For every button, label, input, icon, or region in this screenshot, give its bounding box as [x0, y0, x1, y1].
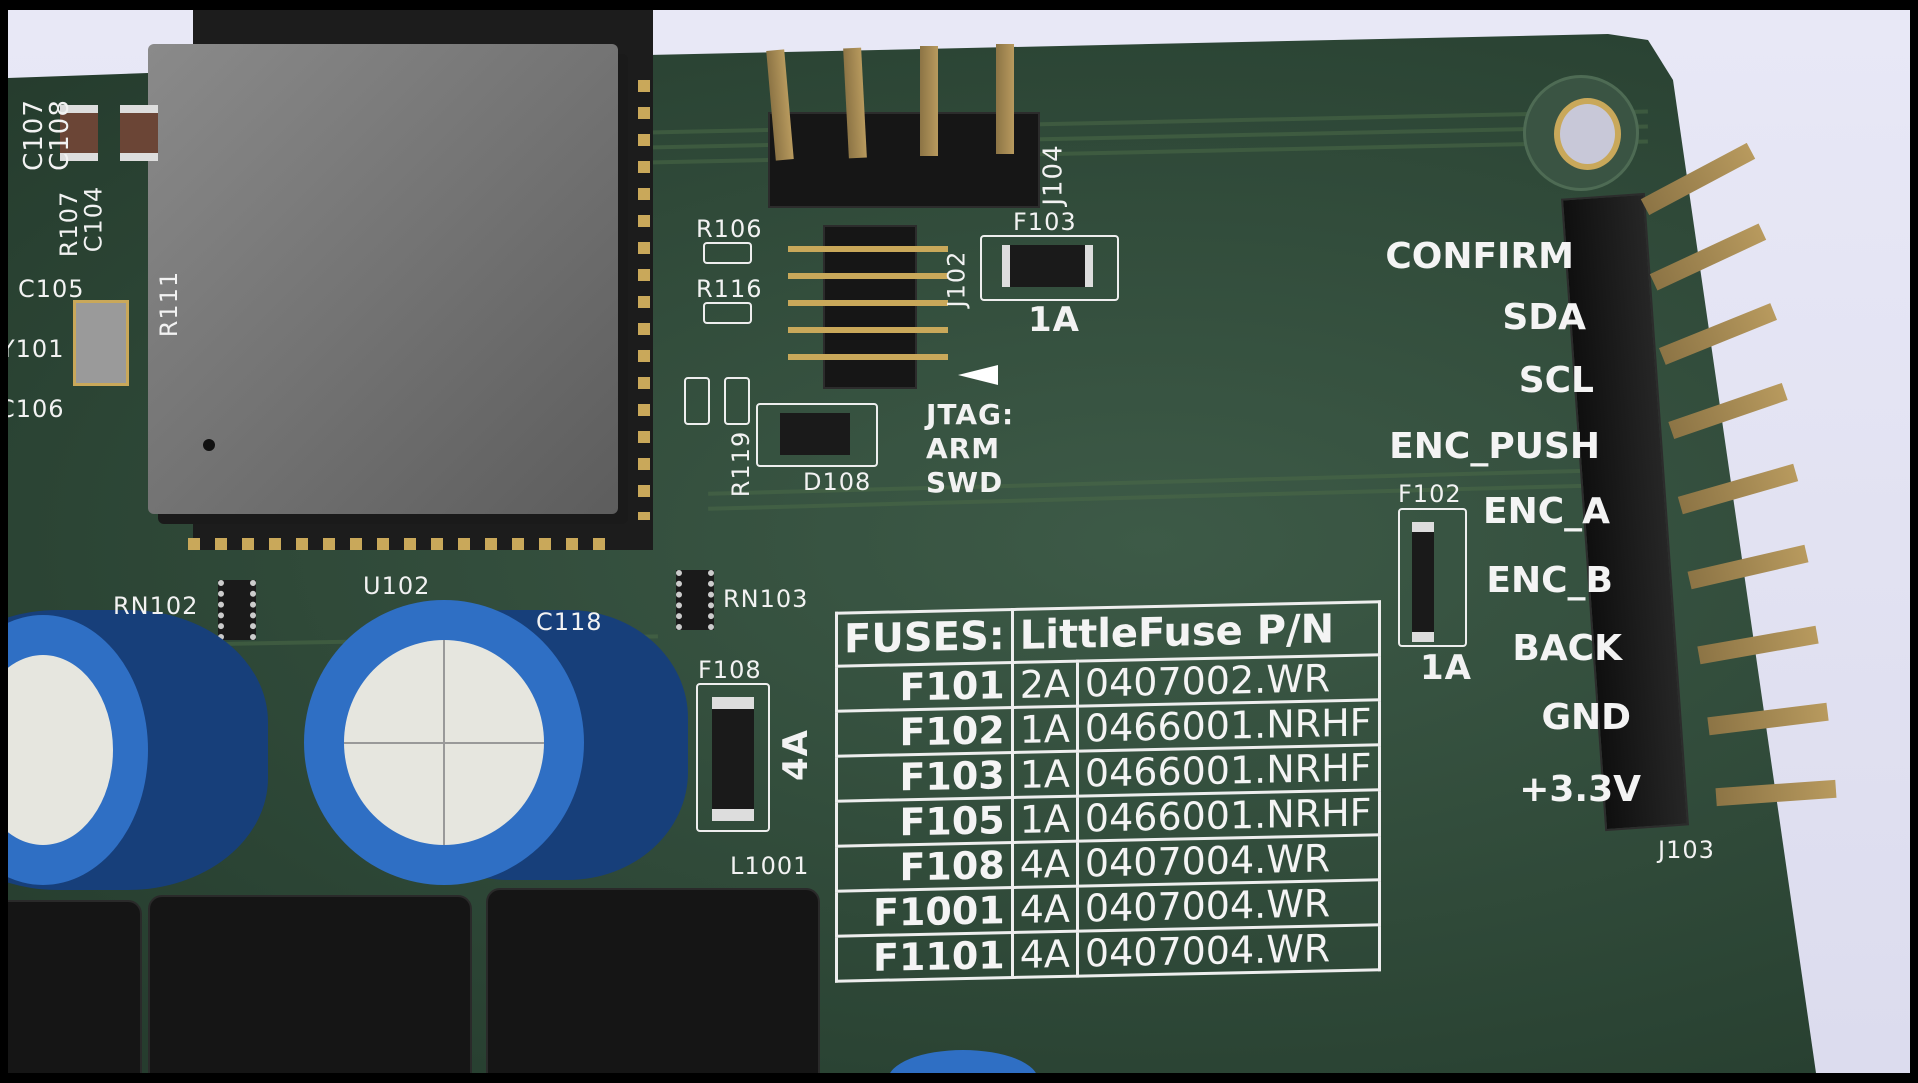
- fuse-rating: 2A: [1012, 661, 1078, 708]
- fuse-pn: 0407004.WR: [1077, 924, 1379, 977]
- label-j104: J104: [1038, 144, 1069, 206]
- capacitor-c118: [304, 600, 584, 885]
- fuse-pn: 0466001.NRHF: [1077, 789, 1379, 842]
- pin-header-j104: [768, 112, 1040, 208]
- pin-label-enc-push: ENC_PUSH: [1389, 426, 1600, 467]
- label-j103: J103: [1658, 836, 1715, 864]
- jtag-label-line: ARM: [926, 432, 1001, 465]
- fuse-rating: 1A: [1012, 796, 1078, 843]
- label-rn102: RN102: [113, 592, 199, 620]
- label-r106: R106: [696, 215, 763, 243]
- label-c108: C108: [44, 99, 75, 171]
- fuse-f108-outline: [696, 683, 770, 832]
- jtag-pins: [788, 240, 948, 375]
- header-fuses: FUSES:: [836, 609, 1013, 667]
- capacitor-partial: [888, 1050, 1038, 1073]
- label-l1001: L1001: [730, 852, 810, 880]
- inductor: [148, 895, 472, 1073]
- rating-f103: 1A: [1028, 300, 1080, 340]
- label-r111: R111: [155, 270, 184, 338]
- resistor-network-rn102: [218, 580, 256, 640]
- fuse-ref: F103: [836, 752, 1013, 802]
- capacitor-c107: [60, 105, 98, 161]
- viewport[interactable]: C107 C108 R107 C104 C105 R111 Y101 C106 …: [8, 10, 1910, 1073]
- pin-label-scl: SCL: [1518, 360, 1594, 401]
- pin-label-gnd: GND: [1541, 697, 1631, 738]
- fuse-ref: F1001: [836, 887, 1013, 937]
- pin-label-confirm: CONFIRM: [1385, 236, 1574, 277]
- label-f108: F108: [698, 656, 762, 684]
- fuse-rating: 1A: [1012, 751, 1078, 798]
- header-pn: LittleFuse P/N: [1012, 601, 1379, 663]
- capacitor-c108: [120, 105, 158, 161]
- rating-f108: 4A: [775, 729, 816, 781]
- pin1-marker-icon: [958, 365, 998, 385]
- label-f103: F103: [1013, 208, 1077, 236]
- mcu-shield: [148, 44, 618, 514]
- label-y101: Y101: [8, 335, 65, 363]
- resistor: [724, 377, 750, 425]
- mounting-hole: [1523, 75, 1639, 191]
- resistor-r106: [703, 242, 752, 264]
- jtag-label-line: JTAG:: [926, 398, 1015, 431]
- diode-d108-outline: [756, 403, 878, 467]
- label-u102: U102: [363, 572, 431, 600]
- fuse-pn: 0407004.WR: [1077, 834, 1379, 887]
- label-r116: R116: [696, 275, 763, 303]
- jtag-label: JTAG: ARM SWD: [926, 398, 1014, 500]
- fuse-f102-outline: [1398, 508, 1467, 647]
- resistor-r116: [703, 302, 752, 324]
- fuse-pn: 0466001.NRHF: [1077, 744, 1379, 797]
- fuse-rating: 4A: [1012, 886, 1078, 933]
- label-c118: C118: [536, 608, 603, 636]
- inductor-l1001: [486, 888, 820, 1073]
- label-c106: C106: [8, 395, 65, 423]
- header-pin: [996, 44, 1014, 154]
- label-c105: C105: [18, 275, 85, 303]
- fuse-rating: 4A: [1012, 931, 1078, 978]
- module-pads-right: [638, 80, 650, 520]
- rating-f102: 1A: [1420, 648, 1472, 688]
- fuse-rating: 1A: [1012, 706, 1078, 753]
- fuse-ref: F101: [836, 662, 1013, 712]
- pin-label-enc-a: ENC_A: [1482, 491, 1610, 532]
- pin-label-sda: SDA: [1502, 297, 1586, 338]
- resistor-network-rn103: [676, 570, 714, 630]
- label-j102: J102: [942, 250, 971, 308]
- label-rn103: RN103: [723, 585, 809, 613]
- label-d108: D108: [803, 468, 872, 496]
- jtag-label-line: SWD: [926, 466, 1004, 499]
- module-pads-bottom: [188, 538, 608, 550]
- label-r119: R119: [727, 430, 756, 498]
- crystal-y101: [73, 300, 129, 386]
- pin-label-enc-b: ENC_B: [1486, 560, 1613, 601]
- fuse-pn: 0407004.WR: [1077, 879, 1379, 932]
- fuse-rating: 4A: [1012, 841, 1078, 888]
- fuse-ref: F102: [836, 707, 1013, 757]
- fuse-ref: F1101: [836, 932, 1013, 982]
- fuse-pn: 0407002.WR: [1077, 654, 1379, 707]
- fuse-f103-outline: [980, 235, 1119, 301]
- fuse-ref: F105: [836, 797, 1013, 847]
- fuse-ref: F108: [836, 842, 1013, 892]
- header-pin: [920, 46, 938, 156]
- inductor: [8, 900, 142, 1073]
- pin-label-3v3: +3.3V: [1519, 769, 1641, 810]
- resistor: [684, 377, 710, 425]
- label-f102: F102: [1398, 480, 1462, 508]
- label-c104: C104: [79, 185, 108, 253]
- fuse-pn: 0466001.NRHF: [1077, 699, 1379, 752]
- pin-label-back: BACK: [1512, 628, 1622, 669]
